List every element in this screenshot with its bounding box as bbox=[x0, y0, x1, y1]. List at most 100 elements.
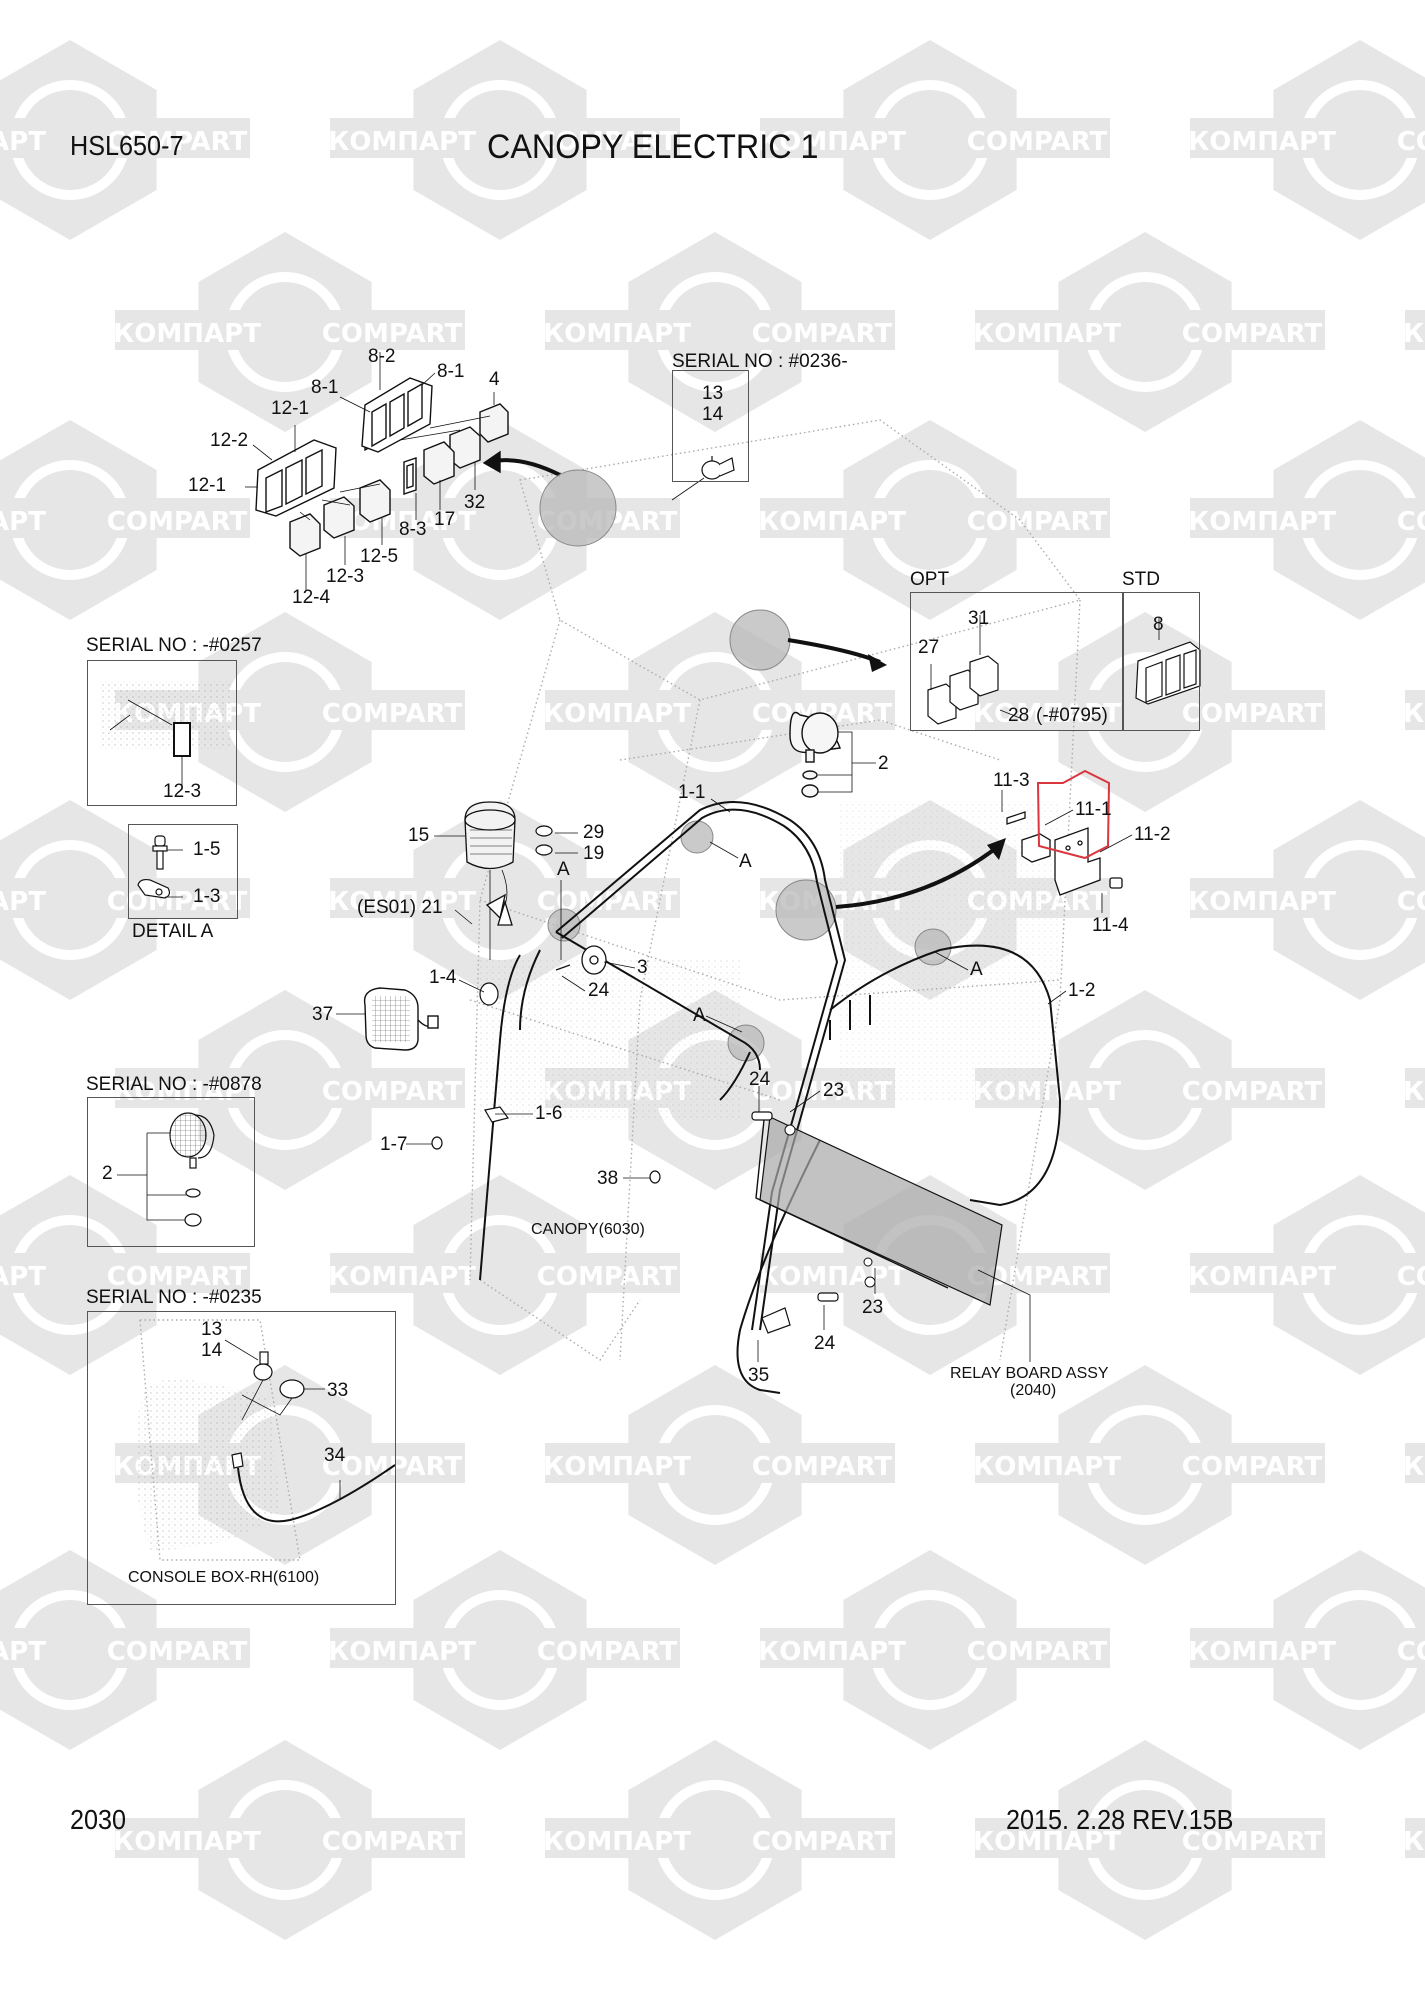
callout-27[interactable]: 27 bbox=[918, 637, 940, 658]
callout-28-serial-note: (-#0795) bbox=[1036, 705, 1108, 726]
callout-2[interactable]: 2 bbox=[878, 753, 889, 774]
callout-23[interactable]: 23 bbox=[862, 1297, 884, 1318]
svg-text:COMPART: COMPART bbox=[1397, 887, 1425, 917]
svg-text:КОМПАРТ: КОМПАРТ bbox=[0, 127, 46, 157]
callout-1-1[interactable]: 1-1 bbox=[678, 782, 706, 803]
svg-text:COMPART: COMPART bbox=[107, 127, 248, 157]
svg-text:COMPART: COMPART bbox=[107, 507, 248, 537]
svg-text:КОМПАРТ: КОМПАРТ bbox=[1188, 887, 1336, 917]
harness-1-1 bbox=[479, 801, 847, 1331]
callout-11-1[interactable]: 11-1 bbox=[1075, 799, 1112, 820]
callout-12-1[interactable]: 12-1 bbox=[271, 398, 310, 419]
callout-8-1[interactable]: 8-1 bbox=[311, 377, 339, 398]
callout-1-2[interactable]: 1-2 bbox=[1068, 980, 1096, 1001]
svg-text:КОМПАРТ: КОМПАРТ bbox=[758, 1637, 906, 1667]
svg-text:КОМПАРТ: КОМПАРТ bbox=[0, 1637, 46, 1667]
callout-12-4[interactable]: 12-4 bbox=[292, 587, 331, 608]
callout-33[interactable]: 33 bbox=[327, 1380, 349, 1401]
detail-a-art bbox=[137, 835, 183, 899]
callout-4[interactable]: 4 bbox=[489, 369, 500, 390]
callout-A[interactable]: A bbox=[557, 859, 570, 880]
svg-text:КОМПАРТ: КОМПАРТ bbox=[1188, 1637, 1336, 1667]
svg-text:COMPART: COMPART bbox=[537, 1262, 678, 1292]
callout-2[interactable]: 2 bbox=[102, 1163, 113, 1184]
svg-text:COMPART: COMPART bbox=[1397, 127, 1425, 157]
relay-bracket-11 bbox=[1006, 811, 1123, 896]
callout-A[interactable]: A bbox=[970, 959, 983, 980]
callout-1-5[interactable]: 1-5 bbox=[193, 839, 221, 860]
callout-8[interactable]: 8 bbox=[1153, 614, 1164, 635]
callout-12-5[interactable]: 12-5 bbox=[360, 546, 399, 567]
callout-17[interactable]: 17 bbox=[434, 509, 456, 530]
callout-11-4[interactable]: 11-4 bbox=[1092, 915, 1129, 936]
svg-text:COMPART: COMPART bbox=[107, 887, 248, 917]
callout-8-3[interactable]: 8-3 bbox=[399, 519, 427, 540]
callout-1-7[interactable]: 1-7 bbox=[380, 1134, 408, 1155]
callout-13[interactable]: 13 bbox=[702, 383, 724, 404]
arrow-head bbox=[868, 654, 887, 672]
inset-box-opt bbox=[910, 592, 1124, 731]
callout-14[interactable]: 14 bbox=[201, 1340, 223, 1361]
callout-37[interactable]: 37 bbox=[312, 1004, 334, 1025]
callout-12-1[interactable]: 12-1 bbox=[188, 475, 227, 496]
svg-text:КОМПАРТ: КОМПАРТ bbox=[1188, 1262, 1336, 1292]
callout-31[interactable]: 31 bbox=[968, 608, 990, 629]
svg-text:COMPART: COMPART bbox=[322, 1827, 463, 1857]
svg-text:COMPART: COMPART bbox=[967, 507, 1108, 537]
serial-heading-0257: SERIAL NO : -#0257 bbox=[86, 635, 262, 656]
callout-11-3[interactable]: 11-3 bbox=[993, 770, 1030, 791]
callout-29[interactable]: 29 bbox=[583, 822, 605, 843]
switch-panel-group bbox=[245, 352, 561, 590]
inset-box-serial-0236 bbox=[672, 370, 749, 482]
callout-3[interactable]: 3 bbox=[637, 957, 648, 978]
callout-15[interactable]: 15 bbox=[408, 825, 430, 846]
callout-11-2[interactable]: 11-2 bbox=[1134, 824, 1171, 845]
svg-text:КОМПАРТ: КОМПАРТ bbox=[328, 1262, 476, 1292]
work-lamp-2 bbox=[789, 711, 876, 798]
callout-14[interactable]: 14 bbox=[702, 404, 724, 425]
callout-24[interactable]: 24 bbox=[749, 1069, 771, 1090]
callout-35[interactable]: 35 bbox=[748, 1365, 770, 1386]
callout-12-3[interactable]: 12-3 bbox=[326, 566, 365, 587]
svg-text:КОМПАРТ: КОМПАРТ bbox=[543, 1827, 691, 1857]
watermark-tile: КОМПАРТ COMPART bbox=[1188, 1175, 1425, 1375]
callout-23[interactable]: 23 bbox=[823, 1080, 845, 1101]
callout-12-2[interactable]: 12-2 bbox=[210, 430, 249, 451]
callout-A[interactable]: A bbox=[693, 1005, 706, 1026]
callout-32[interactable]: 32 bbox=[464, 492, 486, 513]
svg-text:КОМПАРТ: КОМПАРТ bbox=[758, 1262, 906, 1292]
callout-8-2[interactable]: 8-2 bbox=[368, 346, 396, 367]
callout-A[interactable]: A bbox=[739, 851, 752, 872]
callout-34[interactable]: 34 bbox=[324, 1445, 346, 1466]
svg-text:КОМПАРТ: КОМПАРТ bbox=[328, 887, 476, 917]
callout-1-6[interactable]: 1-6 bbox=[535, 1103, 563, 1124]
opt-label: OPT bbox=[910, 569, 950, 590]
callout-38[interactable]: 38 bbox=[597, 1168, 619, 1189]
svg-text:COMPART: COMPART bbox=[1397, 1262, 1425, 1292]
callout-24[interactable]: 24 bbox=[588, 980, 610, 1001]
canopy-dot-fill bbox=[480, 960, 740, 1120]
svg-text:COMPART: COMPART bbox=[322, 1077, 463, 1107]
callout-24[interactable]: 24 bbox=[814, 1333, 836, 1354]
callout-es01-21[interactable]: (ES01) 21 bbox=[357, 897, 443, 918]
callout-19[interactable]: 19 bbox=[583, 843, 605, 864]
svg-text:COMPART: COMPART bbox=[1182, 1827, 1323, 1857]
svg-text:КОМПАРТ: КОМПАРТ bbox=[1403, 1077, 1425, 1107]
callout-8-1[interactable]: 8-1 bbox=[437, 361, 465, 382]
callout-12-3[interactable]: 12-3 bbox=[163, 781, 202, 802]
callout-28[interactable]: 28 bbox=[1008, 705, 1030, 726]
callout-1-4[interactable]: 1-4 bbox=[429, 967, 457, 988]
relay-board-ref: (2040) bbox=[1010, 1382, 1057, 1399]
svg-text:КОМПАРТ: КОМПАРТ bbox=[0, 887, 46, 917]
callout-13[interactable]: 13 bbox=[201, 1319, 223, 1340]
svg-text:COMPART: COMPART bbox=[107, 1262, 248, 1292]
callout-1-3[interactable]: 1-3 bbox=[193, 886, 221, 907]
